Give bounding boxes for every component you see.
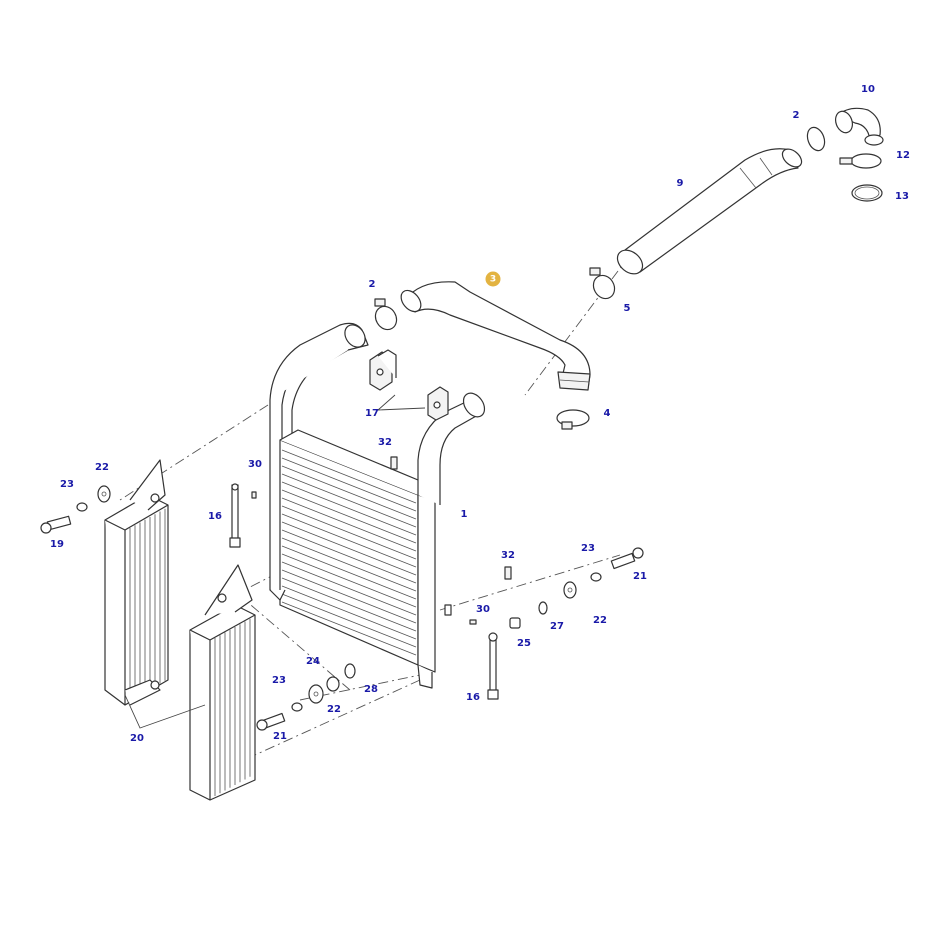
callout-10[interactable]: 10 xyxy=(861,84,875,95)
ring-13[interactable] xyxy=(851,184,883,202)
clamp-5[interactable] xyxy=(589,267,618,302)
washer-27[interactable] xyxy=(538,601,548,615)
clamp-2-mid[interactable] xyxy=(371,298,400,333)
callout-4[interactable]: 4 xyxy=(603,408,611,419)
leader-20 xyxy=(124,694,206,729)
washer-22-right[interactable] xyxy=(563,581,577,599)
washer-22-left[interactable] xyxy=(97,485,111,503)
callout-5[interactable]: 5 xyxy=(623,303,631,314)
hose-3[interactable] xyxy=(397,281,591,391)
washer-23-left[interactable] xyxy=(76,502,88,512)
callout-21-right[interactable]: 21 xyxy=(633,571,647,582)
washer-23-right[interactable] xyxy=(590,572,602,582)
callout-22-lower[interactable]: 22 xyxy=(327,704,341,715)
callout-12[interactable]: 12 xyxy=(896,150,910,161)
clamp-2-top[interactable] xyxy=(804,125,827,153)
callout-22-right[interactable]: 22 xyxy=(593,615,607,626)
side-cooler-front[interactable] xyxy=(189,564,256,801)
callout-1[interactable]: 1 xyxy=(460,509,468,520)
spacer-24[interactable] xyxy=(326,676,340,692)
callout-13[interactable]: 13 xyxy=(895,191,909,202)
pipe-9[interactable] xyxy=(613,146,805,279)
clip-32-upper[interactable] xyxy=(390,456,398,470)
callout-25[interactable]: 25 xyxy=(517,638,531,649)
clip-32-lower[interactable] xyxy=(504,566,512,580)
callout-30-right[interactable]: 30 xyxy=(476,604,490,615)
elbow-10[interactable] xyxy=(833,107,884,146)
callout-16-left[interactable]: 16 xyxy=(208,511,222,522)
callout-32-lower[interactable]: 32 xyxy=(501,550,515,561)
callout-30-left[interactable]: 30 xyxy=(248,459,262,470)
intercooler-core[interactable] xyxy=(269,321,489,689)
callout-3-highlighted[interactable]: 3 xyxy=(485,271,501,287)
side-cooler-back[interactable] xyxy=(104,459,169,706)
callout-2-mid[interactable]: 2 xyxy=(368,279,376,290)
core-fins xyxy=(281,449,417,656)
bolt-21-right[interactable] xyxy=(610,547,644,570)
clamp-4[interactable] xyxy=(556,409,590,430)
callout-2-top[interactable]: 2 xyxy=(792,110,800,121)
callout-21-lower[interactable]: 21 xyxy=(273,731,287,742)
stud-30-left[interactable] xyxy=(251,491,257,499)
callout-9[interactable]: 9 xyxy=(676,178,684,189)
washer-28[interactable] xyxy=(344,663,356,679)
strut-16-right[interactable] xyxy=(487,632,499,700)
strut-16-left[interactable] xyxy=(229,483,241,548)
callout-17[interactable]: 17 xyxy=(365,408,379,419)
callout-24[interactable]: 24 xyxy=(306,656,320,667)
bolt-21-lower[interactable] xyxy=(256,712,286,731)
callout-23-lower[interactable]: 23 xyxy=(272,675,286,686)
callout-27[interactable]: 27 xyxy=(550,621,564,632)
bracket-assembly[interactable] xyxy=(369,349,449,421)
washer-22-lower[interactable] xyxy=(308,684,324,704)
callout-19[interactable]: 19 xyxy=(50,539,64,550)
callout-20[interactable]: 20 xyxy=(130,733,144,744)
callout-28[interactable]: 28 xyxy=(364,684,378,695)
washer-23-lower[interactable] xyxy=(291,702,303,712)
callout-23-right[interactable]: 23 xyxy=(581,543,595,554)
clamp-12[interactable] xyxy=(839,153,882,169)
callout-22-left[interactable]: 22 xyxy=(95,462,109,473)
bolt-19[interactable] xyxy=(40,515,72,534)
callout-32-upper[interactable]: 32 xyxy=(378,437,392,448)
callout-23-left[interactable]: 23 xyxy=(60,479,74,490)
bushing-25[interactable] xyxy=(509,617,521,629)
callout-16-right[interactable]: 16 xyxy=(466,692,480,703)
stud-30-right[interactable] xyxy=(469,619,477,625)
